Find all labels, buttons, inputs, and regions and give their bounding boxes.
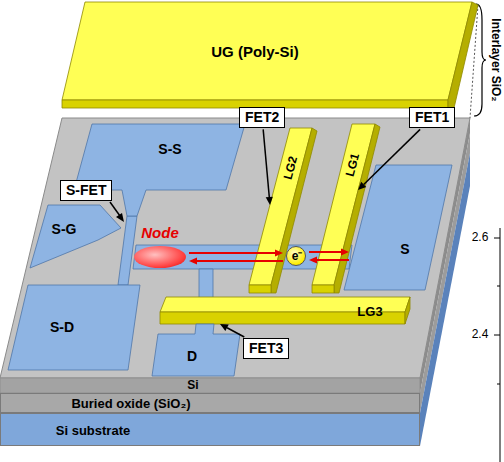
arrowhead xyxy=(358,182,366,190)
region-label: S-G xyxy=(52,222,77,237)
shape-outline xyxy=(74,124,245,216)
si-pad: D xyxy=(152,324,240,376)
si-layer-front xyxy=(0,378,420,393)
axis-value: 2.6 xyxy=(472,231,489,244)
arrowhead xyxy=(189,257,197,264)
connector xyxy=(263,129,273,205)
callout-box: FET3 xyxy=(243,338,289,359)
connector-line xyxy=(364,129,420,184)
shape-face xyxy=(249,285,271,293)
callout-text: FET2 xyxy=(245,110,279,125)
arrowhead xyxy=(266,197,273,205)
connector xyxy=(220,324,244,337)
region-label: UG (Poly-Si) xyxy=(211,44,299,61)
connector-line xyxy=(189,252,275,254)
arrowhead xyxy=(341,248,349,255)
callout-box: FET1 xyxy=(409,107,455,128)
electron: e⁻ xyxy=(286,246,306,266)
callout-box: S-FET xyxy=(60,180,112,201)
shape-outline xyxy=(344,165,452,290)
connector-line xyxy=(309,251,341,253)
chart-tick xyxy=(497,384,500,385)
leader-arrowhead xyxy=(116,213,124,222)
arrowhead xyxy=(309,256,317,263)
layer-label: Interlayer SiO₂ xyxy=(488,18,501,101)
connector-line xyxy=(197,260,283,262)
shape-outline xyxy=(249,128,317,293)
region-label: LG3 xyxy=(357,305,382,319)
connector-line xyxy=(263,129,269,197)
region-label: S xyxy=(400,242,409,257)
chart-tick xyxy=(497,286,500,287)
node-ellipse: Node xyxy=(134,246,186,268)
shape-face xyxy=(448,2,478,108)
shape-face xyxy=(62,2,472,100)
arrowhead xyxy=(275,249,283,256)
substrate-layer: Si substrate xyxy=(0,413,420,446)
shape-face xyxy=(30,205,121,268)
shape-face xyxy=(271,128,317,293)
region-label: S-D xyxy=(50,320,74,335)
si-pad: S-G xyxy=(30,205,121,268)
gate-electrode: LG3 xyxy=(160,297,410,324)
shape-face xyxy=(312,285,334,293)
layer-label: Si xyxy=(187,379,198,392)
layer-label: Si substrate xyxy=(56,424,130,438)
connector-line xyxy=(227,328,244,337)
arrowhead xyxy=(220,324,229,331)
region-label: S-S xyxy=(158,142,181,157)
si-pad: S-S xyxy=(74,124,245,216)
chart-axis xyxy=(500,228,501,462)
connector xyxy=(358,129,420,190)
chart-tick xyxy=(494,238,500,239)
connector-line xyxy=(317,259,349,261)
callout-text: S-FET xyxy=(66,183,106,198)
si-pad: S-D xyxy=(8,285,140,370)
gate-electrode: LG2 xyxy=(249,128,317,293)
chip-top-face xyxy=(0,118,470,378)
shape-face xyxy=(152,324,240,376)
region-label: D xyxy=(187,349,197,364)
bracket xyxy=(474,4,486,116)
callout-text: FET3 xyxy=(249,341,283,356)
axis-value: 2.4 xyxy=(472,328,489,341)
leader-line xyxy=(110,202,120,216)
si-pad: S xyxy=(344,165,452,290)
s-fet-wire xyxy=(118,216,137,285)
shape-face xyxy=(8,285,140,370)
shape-face xyxy=(344,165,452,290)
chart-tick xyxy=(494,335,500,336)
buried-oxide-layer: Buried oxide (SiO₂) xyxy=(0,393,420,413)
callout-box: FET2 xyxy=(239,107,285,128)
node-label: Node xyxy=(141,225,179,242)
upper-gate-plate: UG (Poly-Si) xyxy=(62,2,478,108)
shape-face xyxy=(405,297,410,324)
layer-label: Buried oxide (SiO₂) xyxy=(71,397,190,411)
electron-label: e⁻ xyxy=(292,250,303,263)
connector xyxy=(189,249,283,264)
shape-face xyxy=(74,124,245,216)
callout-text: FET1 xyxy=(415,110,449,125)
connector xyxy=(309,248,349,263)
